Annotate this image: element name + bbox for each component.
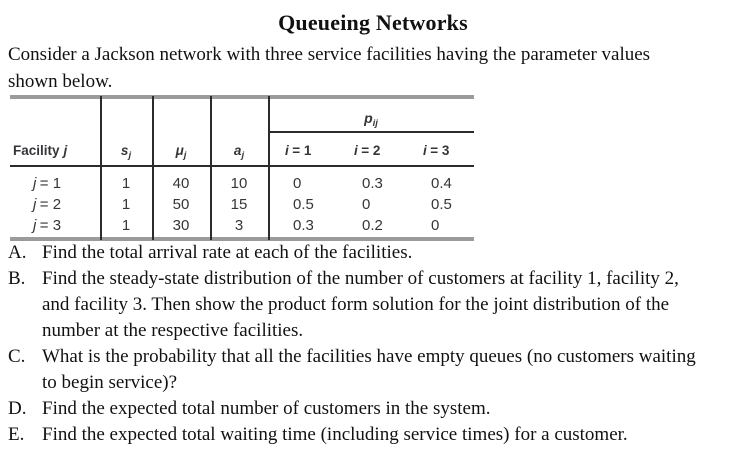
pij-underline: [268, 131, 474, 133]
col-header-i2: i= 2: [337, 139, 406, 168]
question-a-text: Find the total arrival rate at each of t…: [42, 242, 413, 263]
table-vline-4: [268, 96, 270, 240]
cell-mu: 30: [172, 217, 190, 234]
mu-symbol: μ: [175, 143, 184, 158]
a-subscript: j: [241, 150, 245, 161]
question-c: C. What is the probability that all the f…: [8, 344, 746, 396]
table-row: j= 1 1 40 10 0 0.3 0.4: [10, 173, 474, 194]
cell-p2: 0.2: [362, 217, 383, 234]
question-e: E. Find the expected total waiting time (…: [8, 422, 746, 448]
i2-var: i: [354, 143, 358, 158]
table-top-rule: [10, 95, 474, 99]
col-header-mu: μj: [152, 139, 210, 168]
i3-var: i: [423, 143, 427, 158]
cell-a: 15: [230, 196, 248, 213]
row-var: j: [32, 175, 37, 192]
row-eq: = 1: [39, 175, 62, 192]
intro-paragraph: Consider a Jackson network with three se…: [8, 44, 651, 92]
a-symbol: a: [233, 143, 242, 158]
s-symbol: s: [120, 143, 129, 158]
cell-a: 10: [230, 175, 248, 192]
table-vline-3: [210, 96, 212, 240]
question-b-text: Find the steady-state distribution of th…: [42, 268, 679, 341]
cell-facility: j= 2: [10, 194, 100, 215]
question-list: A. Find the total arrival rate at each of…: [8, 240, 746, 448]
question-e-text: Find the expected total waiting time (in…: [42, 424, 628, 445]
question-d: D. Find the expected total number of cust…: [8, 396, 746, 422]
mu-subscript: j: [183, 150, 187, 161]
facility-label: Facility: [13, 143, 60, 158]
cell-mu: 40: [172, 175, 190, 192]
cell-p3: 0.4: [431, 175, 452, 192]
cell-s: 1: [121, 175, 131, 192]
row-var: j: [32, 217, 37, 234]
i1-var: i: [285, 143, 289, 158]
col-header-s: sj: [100, 139, 152, 168]
cell-s: 1: [121, 217, 131, 234]
i2-eq: = 2: [361, 143, 381, 158]
pij-symbol: p: [364, 110, 373, 126]
row-eq: = 3: [39, 217, 62, 234]
table-row: j= 3 1 30 3 0.3 0.2 0: [10, 215, 474, 236]
col-header-i3: i= 3: [406, 139, 474, 168]
row-var: j: [32, 196, 37, 213]
table-vline-2: [152, 96, 154, 240]
question-a-label: A.: [8, 242, 27, 263]
cell-facility: j= 1: [10, 173, 100, 194]
cell-p3: 0: [431, 217, 440, 234]
question-d-label: D.: [8, 398, 27, 419]
pij-group-header: pij: [268, 108, 474, 129]
cell-p1: 0: [293, 175, 302, 192]
cell-mu: 50: [172, 196, 190, 213]
col-header-i1: i= 1: [268, 139, 337, 168]
question-c-text: What is the probability that all the fac…: [42, 346, 696, 393]
col-header-a: aj: [210, 139, 268, 168]
cell-p3: 0.5: [431, 196, 452, 213]
s-subscript: j: [128, 150, 132, 161]
row-eq: = 2: [39, 196, 62, 213]
cell-p1: 0.5: [293, 196, 314, 213]
facility-var: j: [63, 143, 68, 158]
page-title: Queueing Networks: [278, 10, 468, 35]
table-vline-1: [100, 96, 102, 240]
cell-p1: 0.3: [293, 217, 314, 234]
i1-eq: = 1: [292, 143, 312, 158]
cell-p2: 0: [362, 196, 371, 213]
cell-facility: j= 3: [10, 215, 100, 236]
question-c-label: C.: [8, 346, 26, 367]
cell-p2: 0.3: [362, 175, 383, 192]
question-e-label: E.: [8, 424, 25, 445]
question-b: B. Find the steady-state distribution of …: [8, 266, 746, 344]
header-separator-rule: [10, 165, 474, 167]
table-bottom-rule: [10, 237, 474, 241]
question-d-text: Find the expected total number of custom…: [42, 398, 491, 419]
cell-a: 3: [234, 217, 244, 234]
question-a: A. Find the total arrival rate at each of…: [8, 240, 746, 266]
i3-eq: = 3: [430, 143, 450, 158]
table-row: j= 2 1 50 15 0.5 0 0.5: [10, 194, 474, 215]
cell-s: 1: [121, 196, 131, 213]
pij-subscript: ij: [372, 118, 378, 129]
question-b-label: B.: [8, 268, 26, 289]
